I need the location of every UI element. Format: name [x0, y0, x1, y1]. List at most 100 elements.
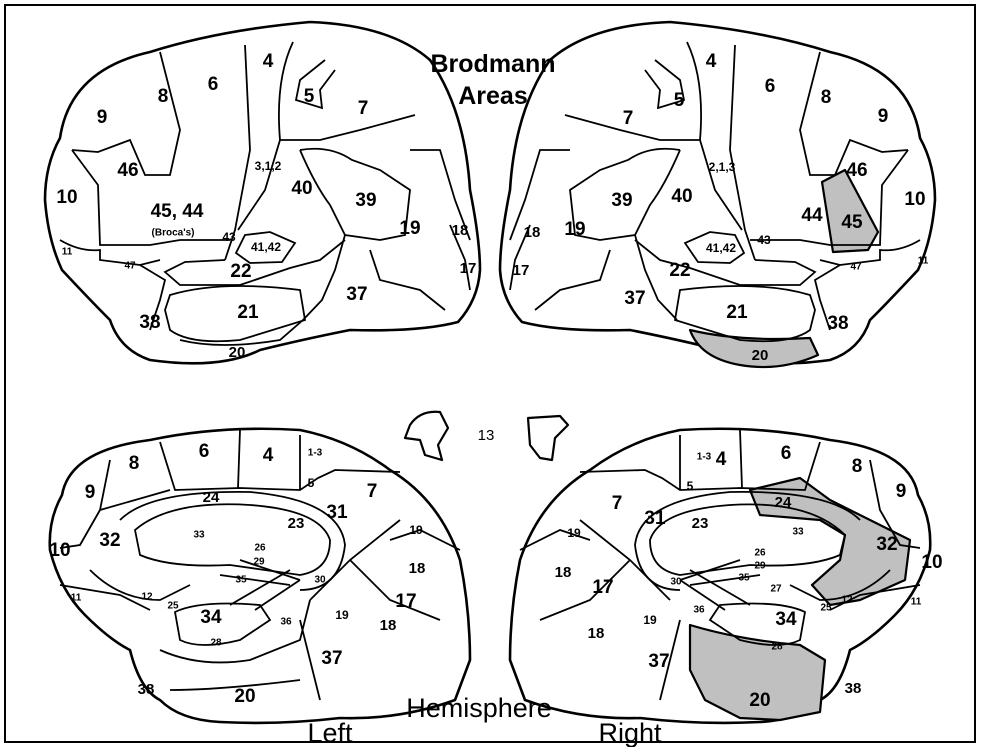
ll-area-38: 38: [139, 312, 160, 333]
lr-area-37: 37: [624, 288, 645, 309]
ml-area-38: 38: [138, 681, 155, 698]
ll-area-45-44: 45, 44: [151, 201, 204, 222]
mr-area-31: 31: [644, 508, 666, 529]
mr-area-23: 23: [692, 515, 709, 532]
figure-title-line-2: Areas: [458, 82, 528, 110]
ml-area-29: 29: [253, 557, 265, 568]
ll-area-18: 18: [452, 222, 469, 239]
ml-area-23: 23: [288, 515, 305, 532]
ll-area-3-1-2: 3,1,2: [255, 159, 282, 173]
ll-area-20: 20: [229, 344, 246, 361]
medial-right-hemisphere: 1-3 4 6 8 9 5 7 24 31 23 33 32 19 26 29 …: [510, 429, 943, 723]
mr-area-8: 8: [852, 456, 863, 477]
insula-area: 13: [405, 412, 568, 460]
lr-area-21: 21: [726, 302, 748, 323]
ll-area-39: 39: [355, 190, 376, 211]
mr-area-7: 7: [612, 493, 623, 514]
area-13-label: 13: [478, 427, 495, 444]
lr-area-43: 43: [757, 233, 771, 247]
ll-area-5: 5: [304, 86, 315, 107]
ll-area-47: 47: [124, 261, 136, 272]
medial-left-hemisphere: 6 4 1-3 8 9 5 7 24 31 19 32 33 23 10 26 …: [49, 429, 470, 723]
lr-area-2-1-3: 2,1,3: [709, 160, 736, 174]
ml-area-31: 31: [326, 502, 348, 523]
ml-area-5: 5: [308, 476, 315, 490]
lr-area-10: 10: [904, 189, 925, 210]
ll-area-21: 21: [237, 302, 259, 323]
mr-area-19-bottom: 19: [643, 613, 657, 627]
mr-area-33: 33: [792, 527, 804, 538]
mr-area-1-3: 1-3: [697, 452, 712, 463]
ml-area-18-bottom: 18: [380, 617, 397, 634]
ml-area-19-bottom: 19: [335, 608, 349, 622]
mr-area-36: 36: [693, 605, 705, 616]
ll-area-17: 17: [460, 260, 477, 277]
caption-hemisphere: Hemisphere: [406, 693, 552, 723]
lr-area-22: 22: [669, 260, 690, 281]
lr-area-38: 38: [827, 313, 848, 334]
ll-area-19: 19: [399, 218, 420, 239]
ll-area-6: 6: [208, 74, 219, 95]
mr-area-9: 9: [896, 481, 907, 502]
ml-area-30: 30: [314, 575, 326, 586]
mr-area-10: 10: [921, 552, 942, 573]
mr-area-5: 5: [687, 479, 694, 493]
mr-area-29: 29: [754, 561, 766, 572]
figure-title-line-1: Brodmann: [431, 50, 556, 78]
lr-area-47: 47: [850, 262, 862, 273]
ll-area-8: 8: [158, 86, 169, 107]
ml-area-32: 32: [99, 530, 120, 551]
ml-area-18-top: 18: [409, 560, 426, 577]
mr-area-11: 11: [911, 597, 922, 608]
ml-area-26: 26: [254, 543, 266, 554]
ml-area-28: 28: [210, 638, 222, 649]
mr-area-37: 37: [648, 651, 669, 672]
caption-left: Left: [307, 718, 353, 747]
lr-area-45: 45: [841, 212, 863, 233]
ml-area-37: 37: [321, 648, 342, 669]
ll-area-4: 4: [263, 51, 274, 72]
lr-area-20: 20: [752, 347, 769, 364]
ml-area-12: 12: [141, 592, 153, 603]
mr-area-18-top: 18: [555, 564, 572, 581]
mr-area-19-top: 19: [567, 526, 581, 540]
ll-area-7: 7: [358, 98, 369, 119]
ll-area-40: 40: [291, 178, 312, 199]
ll-area-22: 22: [230, 261, 251, 282]
ml-area-6: 6: [199, 441, 210, 462]
ml-area-7: 7: [367, 481, 378, 502]
mr-area-6: 6: [781, 443, 792, 464]
mr-area-12: 12: [841, 595, 853, 606]
lr-area-11: 11: [918, 256, 929, 267]
lateral-right-hemisphere: 4 6 8 9 5 7 46 10 2,1,3 40 39 44 45 19 1…: [500, 22, 935, 367]
ml-area-34: 34: [200, 607, 222, 628]
mr-area-30: 30: [670, 577, 682, 588]
ml-area-11: 11: [71, 593, 82, 604]
mr-area-38: 38: [845, 680, 862, 697]
ll-area-37: 37: [346, 284, 367, 305]
lr-area-8: 8: [821, 87, 832, 108]
mr-area-35: 35: [738, 573, 750, 584]
insula-left-shape: [405, 412, 448, 460]
ll-area-10: 10: [56, 187, 77, 208]
ll-area-11: 11: [62, 247, 73, 258]
mr-area-28: 28: [771, 642, 783, 653]
mr-area-24: 24: [775, 494, 792, 511]
ml-area-4: 4: [263, 445, 274, 466]
lr-area-9: 9: [878, 106, 889, 127]
lr-area-17: 17: [513, 262, 530, 279]
lr-area-6: 6: [765, 76, 776, 97]
ll-area-43: 43: [222, 230, 236, 244]
ml-area-33: 33: [193, 530, 205, 541]
ml-area-20: 20: [234, 686, 255, 707]
mr-area-26: 26: [754, 548, 766, 559]
lr-area-44: 44: [801, 205, 823, 226]
lr-area-41-42: 41,42: [706, 241, 736, 255]
mr-area-17: 17: [592, 577, 613, 598]
ll-broca-label: (Broca's): [152, 228, 195, 239]
ml-area-10: 10: [49, 540, 70, 561]
ml-area-36: 36: [280, 617, 292, 628]
mr-area-25: 25: [820, 603, 832, 614]
lr-area-7: 7: [623, 108, 634, 129]
